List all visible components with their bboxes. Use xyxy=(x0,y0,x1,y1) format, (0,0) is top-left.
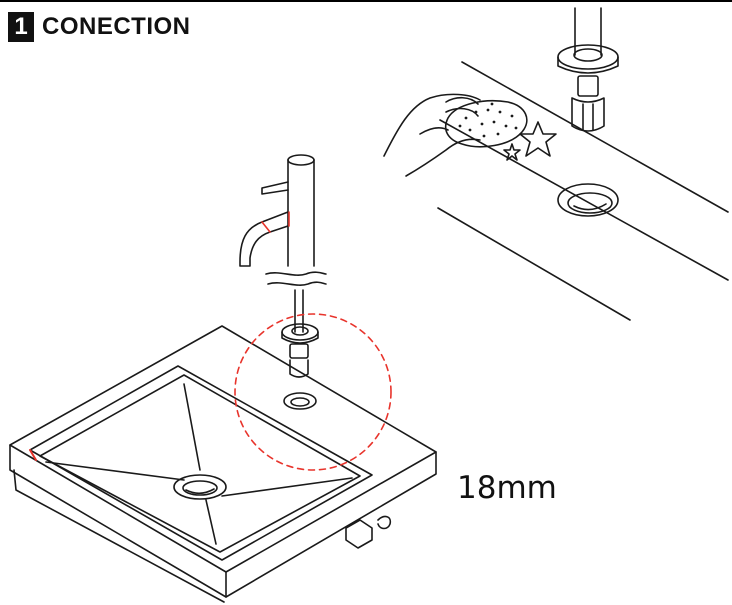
step-number-badge: 1 xyxy=(8,12,34,42)
tap-stem-detail xyxy=(557,7,619,132)
basin-tap-hole xyxy=(283,392,317,410)
drain-hole xyxy=(173,474,227,500)
dimension-label: 18mm xyxy=(457,470,557,506)
tap-hole-detail xyxy=(557,183,619,217)
top-rule xyxy=(0,0,732,2)
step-header: 1 CONECTION xyxy=(8,10,191,44)
detail-highlight-circle xyxy=(234,313,392,471)
hand-cleaning-icon xyxy=(383,93,557,177)
washbasin xyxy=(9,325,437,603)
step-title: CONECTION xyxy=(42,13,191,40)
tap-faucet xyxy=(239,154,327,378)
